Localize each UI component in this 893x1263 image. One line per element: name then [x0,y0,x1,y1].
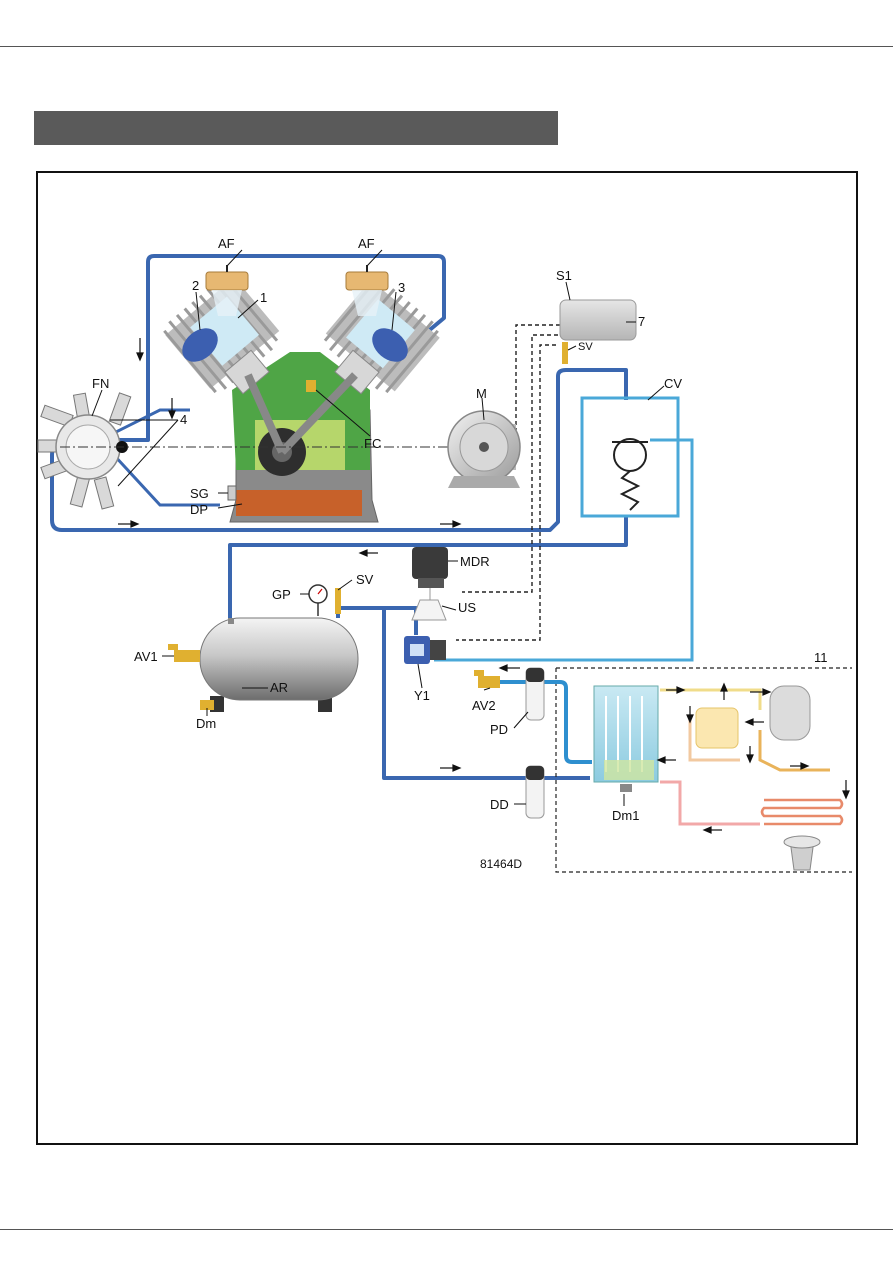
particle-filter [525,667,545,721]
safety-valve-tank [335,588,341,614]
sight-glass [227,485,237,501]
pressure-switch-box [559,299,637,364]
label-us: US [458,600,476,615]
refrigerant-compressor [783,835,821,871]
label-fc: FC [364,436,381,451]
dryer-outlet-line [500,680,592,764]
tank-outlet-line [336,606,590,780]
discharge-line [228,515,628,625]
dust-filter [525,765,545,819]
label-fn: FN [92,376,109,391]
dryer-boundary [555,667,852,873]
intercooler-tubes [98,408,220,507]
label-m: M [476,386,487,401]
callout-labels: AF AF 1 2 3 4 FN FC SG DP M S1 7 SV CV M… [92,236,828,871]
bottom-rule [0,1229,893,1230]
intake-loop-line [96,254,446,442]
label-s1: S1 [556,268,572,283]
diagram-frame [36,171,858,1145]
motor-starter [412,547,448,588]
label-3: 3 [398,280,405,295]
unloader [411,588,447,621]
label-cv: CV [664,376,682,391]
label-y1: Y1 [414,688,430,703]
top-rule [0,46,893,47]
label-4: 4 [180,412,187,427]
oil-sump [236,490,362,516]
label-af-right: AF [358,236,375,251]
leader-lines [91,249,665,806]
compressor-block [163,277,440,523]
safety-valve-top [562,342,568,364]
pressure-gauge [308,584,328,616]
outlet-valve-2 [474,670,500,688]
tank-drain-valve [200,700,214,710]
label-pd: PD [490,722,508,737]
control-lines [456,324,560,641]
refrigerant-circuit [660,688,830,826]
label-dp: DP [190,502,208,517]
refrigerant-dryer-exchanger [593,685,659,792]
check-valve [580,396,680,518]
label-11: 11 [814,650,828,665]
figure-code: 81464D [480,857,522,871]
section-title-bar [34,111,558,145]
solenoid-valve [404,636,446,664]
unloader-line [434,438,694,662]
electric-motor [447,410,521,488]
refrigerant-receiver [769,685,811,741]
label-sv-top: SV [578,341,593,353]
label-dm: Dm [196,716,216,731]
label-mdr: MDR [460,554,490,569]
air-receiver [199,617,359,712]
air-filter-right [345,265,389,316]
label-ar: AR [270,680,288,695]
label-gp: GP [272,587,291,602]
tank-outlet-valve [168,644,200,662]
flow-arrows [118,338,850,834]
label-2: 2 [192,278,199,293]
filler-cap [306,380,316,392]
refrigerant-separator [695,707,739,749]
label-1: 1 [260,290,267,305]
label-7: 7 [638,314,645,329]
label-av1: AV1 [134,649,158,664]
condenser-coil [760,798,844,826]
air-filter-left [205,265,249,316]
label-sg: SG [190,486,209,501]
label-dd: DD [490,797,509,812]
valve-feed-line [384,606,418,635]
label-av2: AV2 [472,698,496,713]
label-sv-tank: SV [356,572,374,587]
label-dm1: Dm1 [612,808,639,823]
label-af-left: AF [218,236,235,251]
